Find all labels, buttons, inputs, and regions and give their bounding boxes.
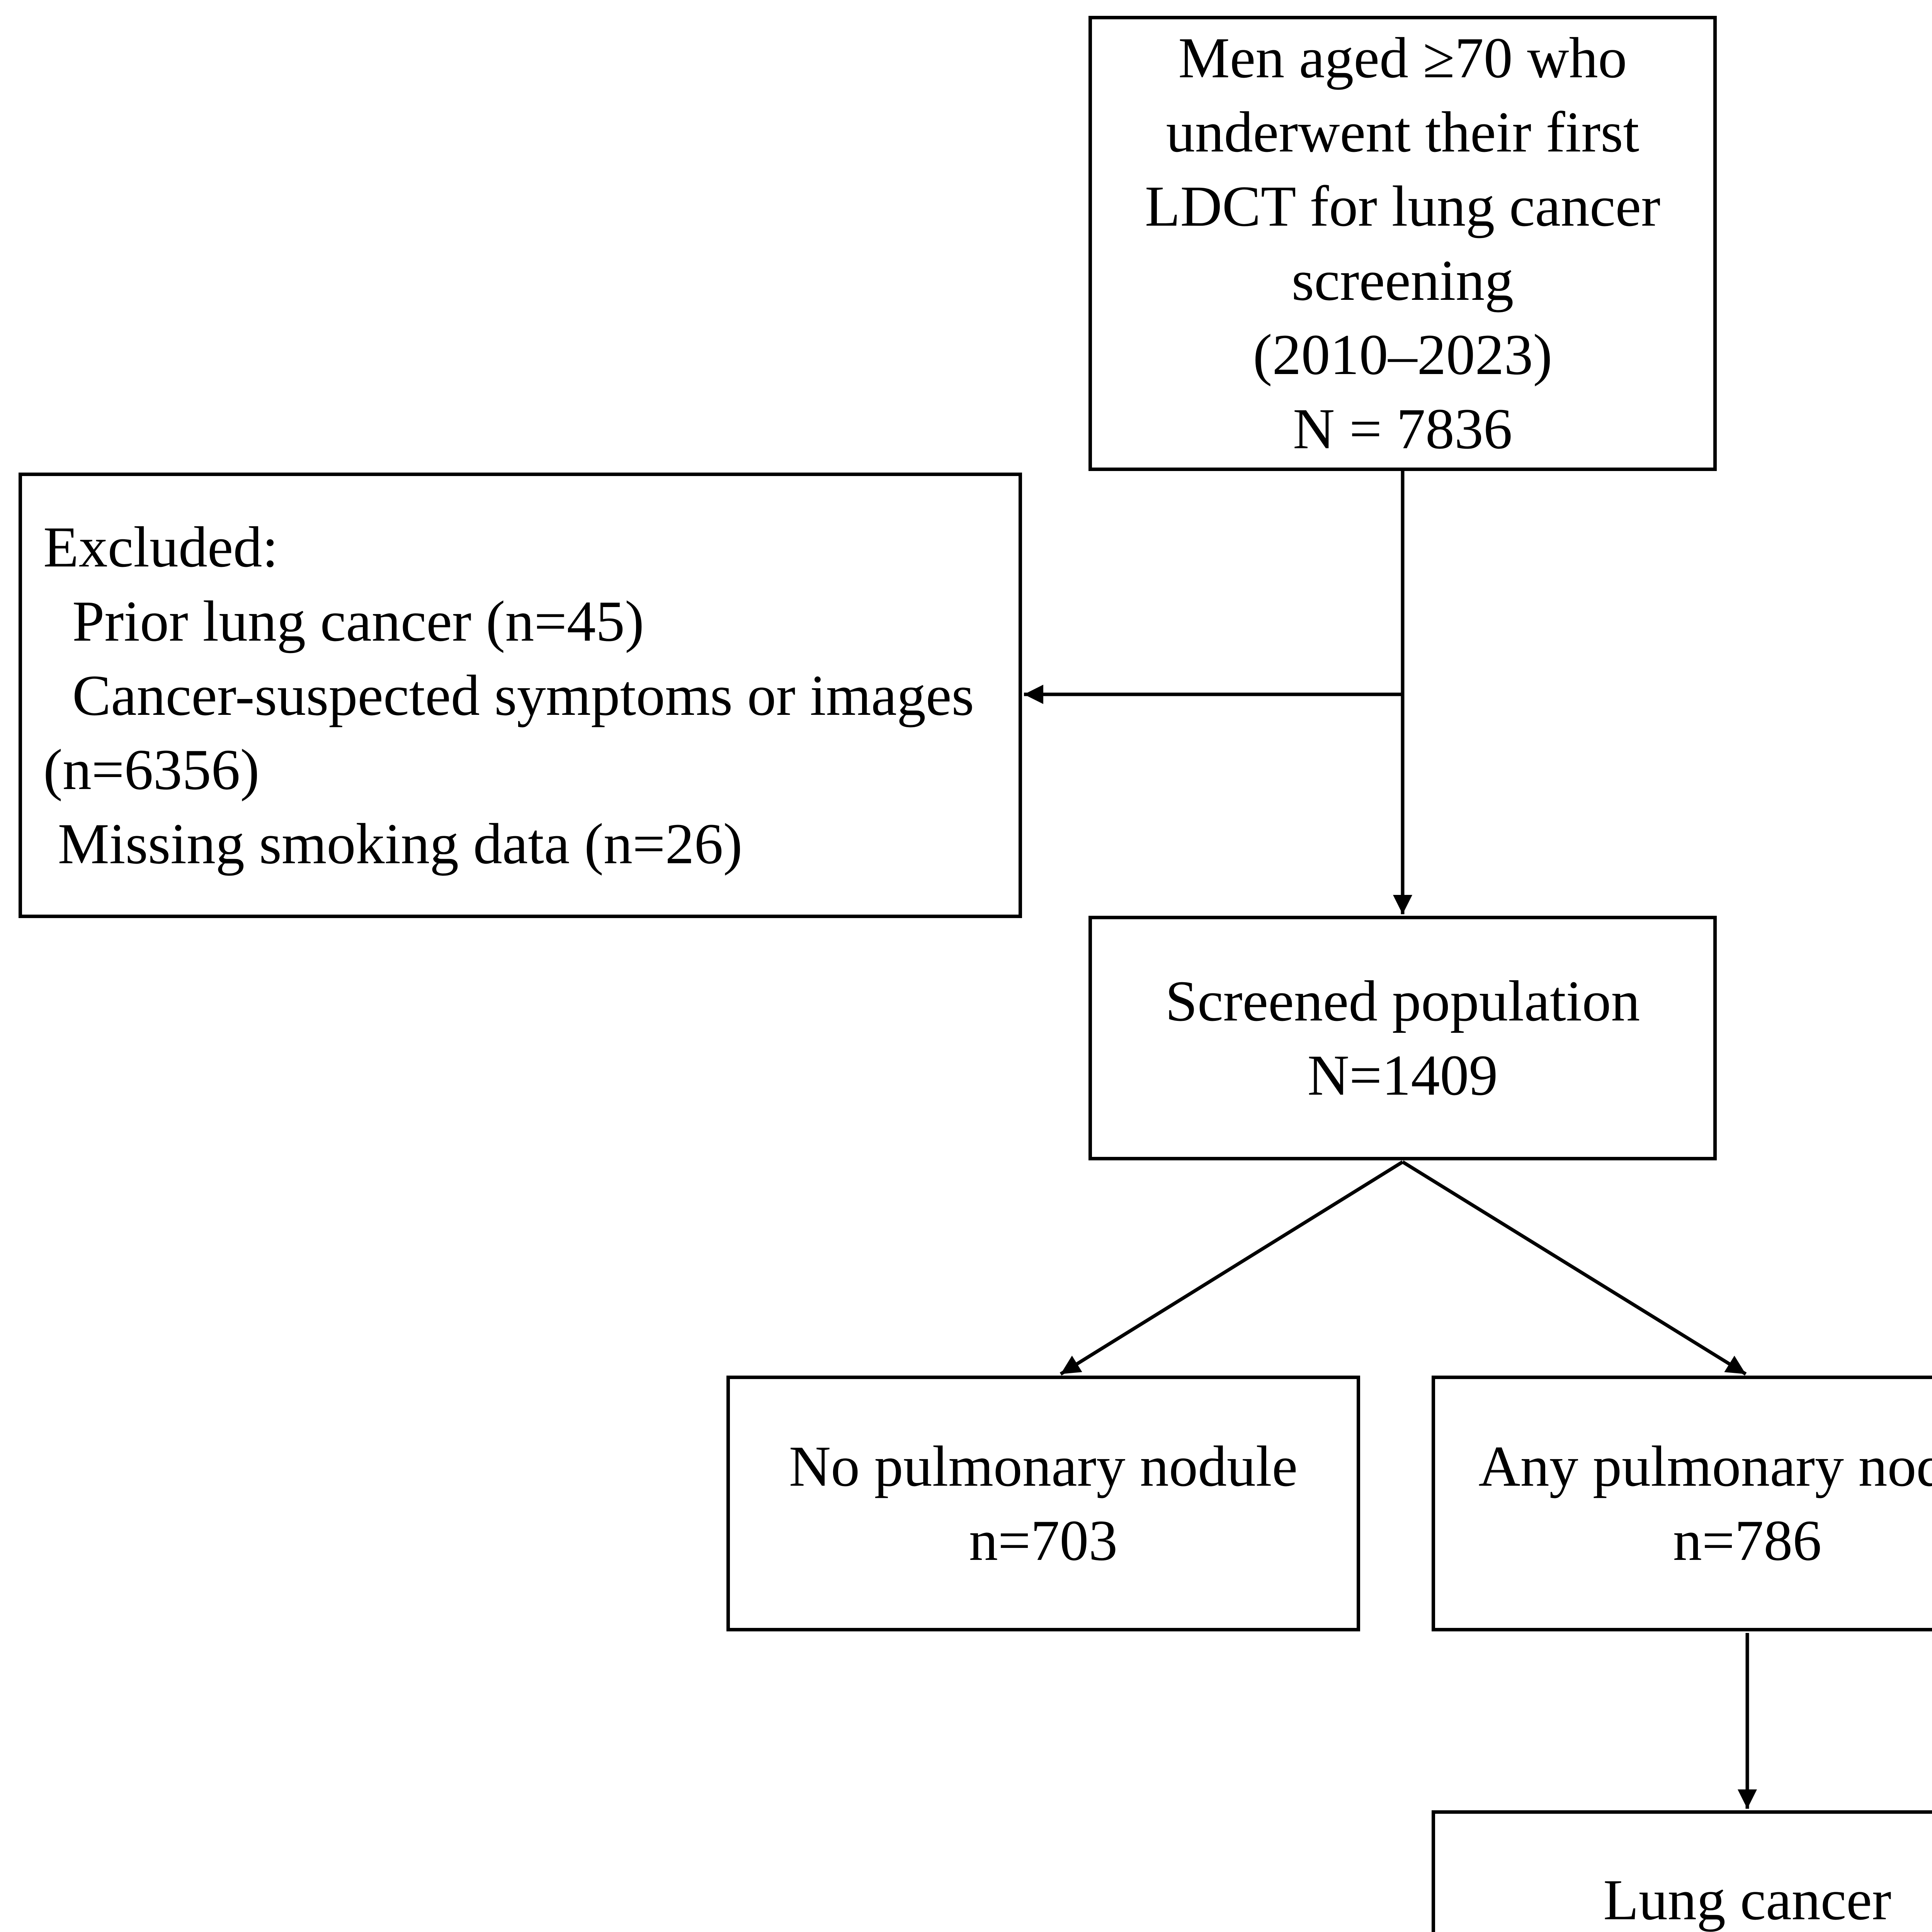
connector-screened-to-any-nodule xyxy=(1401,1160,1747,1376)
screened-count: N=1409 xyxy=(1307,1043,1498,1107)
excluded-item-wrap: (n=6356) xyxy=(43,737,260,802)
box-screened-population: Screened population N=1409 xyxy=(1088,916,1717,1160)
eligible-line: Men aged ≥70 who xyxy=(1178,26,1627,90)
eligible-line: underwent their first xyxy=(1166,100,1639,164)
excluded-item: Prior lung cancer (n=45) xyxy=(43,589,644,653)
excluded-item: Missing smoking data (n=26) xyxy=(43,811,743,876)
box-eligible-population: Men aged ≥70 who underwent their first L… xyxy=(1088,16,1717,471)
screened-label: Screened population xyxy=(1165,969,1640,1033)
lung-cancer-label: Lung cancer xyxy=(1603,1867,1891,1932)
eligible-line: screening xyxy=(1291,248,1514,313)
no-nodule-label: No pulmonary nodule xyxy=(789,1434,1298,1498)
eligible-count: N = 7836 xyxy=(1293,397,1512,461)
excluded-title: Excluded: xyxy=(43,515,279,579)
no-nodule-count: n=703 xyxy=(969,1509,1118,1573)
box-excluded: Excluded: Prior lung cancer (n=45) Cance… xyxy=(19,473,1022,918)
excluded-item: Cancer-suspected symptoms or images xyxy=(43,663,974,728)
any-nodule-count: n=786 xyxy=(1673,1509,1822,1573)
box-no-pulmonary-nodule: No pulmonary nodule n=703 xyxy=(726,1376,1360,1631)
eligible-line: LDCT for lung cancer xyxy=(1145,174,1661,238)
box-any-pulmonary-nodule: Any pulmonary nodule n=786 xyxy=(1432,1376,1932,1631)
connector-screened-to-no-nodule xyxy=(1060,1160,1404,1376)
any-nodule-label: Any pulmonary nodule xyxy=(1478,1434,1932,1498)
box-lung-cancer: Lung cancer n=31 xyxy=(1432,1810,1932,1932)
eligible-line: (2010–2023) xyxy=(1253,323,1553,387)
